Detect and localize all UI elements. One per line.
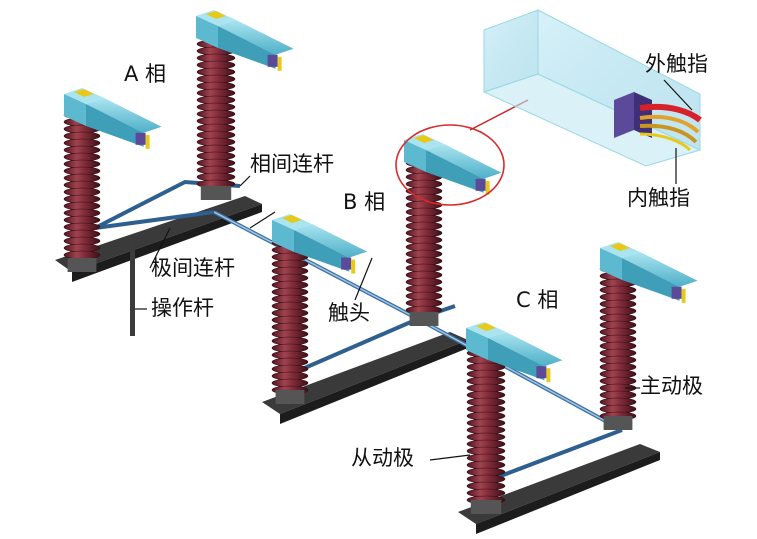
arm-a-right bbox=[196, 10, 294, 71]
arm-c-left bbox=[466, 322, 563, 383]
label-interphase-rod: 相间连杆 bbox=[250, 152, 334, 176]
base-c bbox=[458, 444, 660, 534]
highlight-ring bbox=[395, 124, 505, 206]
label-outer-finger: 外触指 bbox=[645, 52, 708, 76]
insulator-c-right bbox=[599, 264, 637, 430]
insulator-columns bbox=[63, 32, 637, 514]
base-b bbox=[262, 332, 468, 424]
insulator-a-left bbox=[63, 110, 101, 272]
label-phase-c: C 相 bbox=[516, 288, 559, 312]
label-phase-b: B 相 bbox=[343, 190, 386, 214]
arm-b-right bbox=[404, 134, 502, 195]
label-phase-a: A 相 bbox=[124, 62, 167, 86]
insulator-a-right bbox=[196, 32, 236, 200]
operating-rod bbox=[130, 240, 135, 336]
label-operating-rod: 操作杆 bbox=[151, 296, 214, 320]
arm-a-left bbox=[64, 88, 162, 149]
label-inner-finger: 内触指 bbox=[627, 186, 690, 210]
insulator-b-left bbox=[271, 238, 309, 404]
label-slave-pole: 从动极 bbox=[351, 446, 414, 470]
label-main-pole: 主动极 bbox=[640, 374, 703, 398]
contact-arms bbox=[64, 10, 698, 383]
arm-b-left bbox=[272, 214, 368, 274]
insulator-c-left bbox=[466, 348, 506, 514]
insulator-b-right bbox=[405, 158, 443, 326]
label-interpole-rod: 极间连杆 bbox=[151, 256, 235, 280]
interphase-rods bbox=[213, 210, 623, 432]
arm-c-right bbox=[600, 242, 698, 303]
leader-lines bbox=[135, 175, 640, 461]
base-a bbox=[55, 196, 262, 282]
label-contact: 触头 bbox=[328, 301, 370, 325]
contact-zoom bbox=[482, 9, 702, 184]
